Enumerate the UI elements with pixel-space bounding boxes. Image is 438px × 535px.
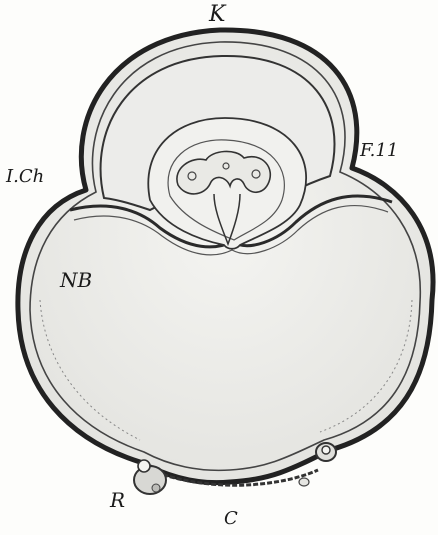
label-ich: I.Ch	[6, 168, 44, 186]
label-r: R	[110, 490, 125, 510]
label-fa: F.11	[360, 142, 398, 160]
label-nb: NB	[60, 270, 92, 290]
label-c: C	[224, 510, 238, 528]
label-k: K	[209, 4, 225, 26]
